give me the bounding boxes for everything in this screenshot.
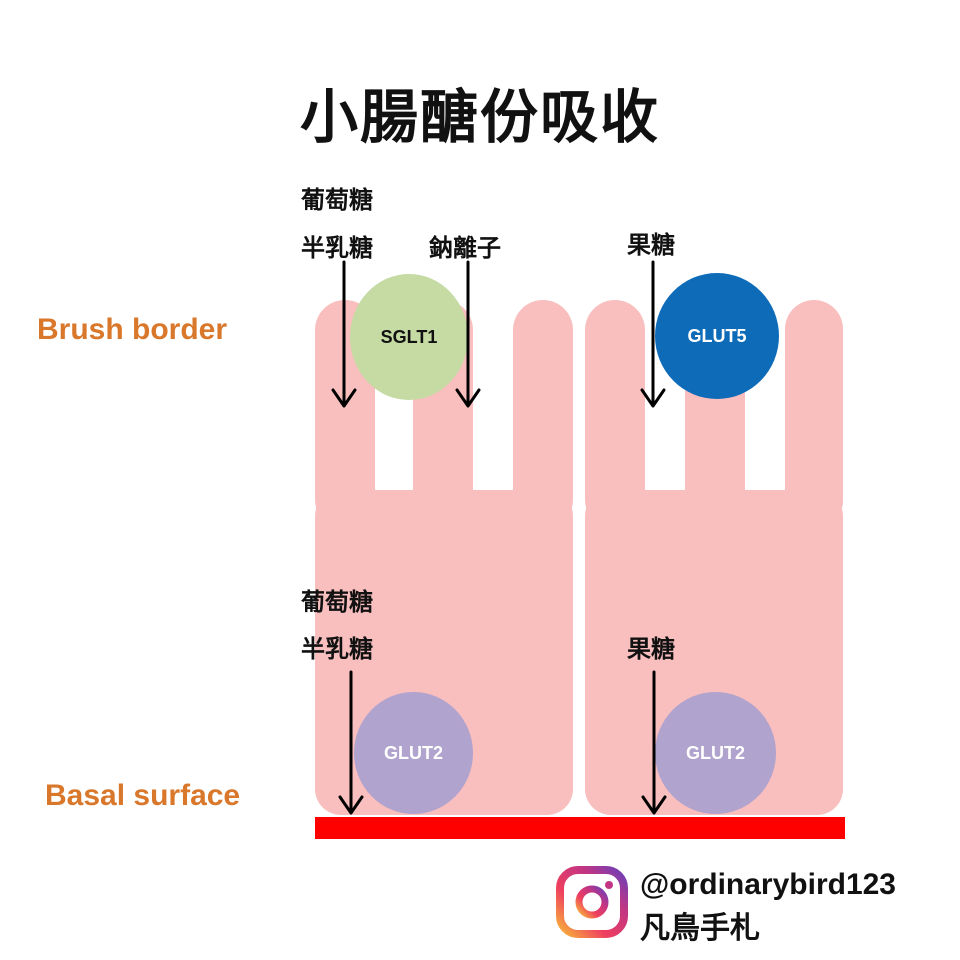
instagram-icon xyxy=(556,866,628,938)
basal-membrane xyxy=(315,817,845,839)
apical-glucose-label: 葡萄糖 xyxy=(301,186,373,214)
glut2-transporter-right: GLUT2 xyxy=(655,692,776,814)
page-title: 小腸醣份吸收 xyxy=(299,83,660,151)
arrow-glucose-apical xyxy=(331,260,357,408)
arrow-fructose-basal xyxy=(641,670,667,815)
glut2-left-label: GLUT2 xyxy=(383,742,443,763)
brush-border-label: Brush border xyxy=(37,313,228,346)
right-cell-body xyxy=(585,490,843,815)
basal-fructose-label: 果糖 xyxy=(627,635,675,663)
basal-surface-label: Basal surface xyxy=(45,779,241,812)
glut5-label: GLUT5 xyxy=(687,325,747,346)
right-villus-3 xyxy=(785,300,843,530)
basal-glucose-label: 葡萄糖 xyxy=(301,588,373,616)
basal-galactose-label: 半乳糖 xyxy=(301,635,373,663)
right-villus-1 xyxy=(585,300,645,530)
credit-name: 凡鳥手札 xyxy=(640,911,760,946)
glut2-right-label: GLUT2 xyxy=(685,742,745,763)
sglt1-transporter: SGLT1 xyxy=(350,274,468,400)
apical-sodium-label: 鈉離子 xyxy=(429,234,501,262)
glut2-transporter-left: GLUT2 xyxy=(354,692,473,814)
apical-fructose-label: 果糖 xyxy=(627,231,675,259)
sglt1-label: SGLT1 xyxy=(380,326,438,347)
left-villus-3 xyxy=(513,300,573,530)
credit-handle: @ordinarybird123 xyxy=(640,868,896,901)
arrow-fructose-apical xyxy=(640,260,666,408)
apical-galactose-label: 半乳糖 xyxy=(301,234,373,262)
arrow-sodium-apical xyxy=(455,260,481,408)
arrow-glucose-basal xyxy=(338,670,364,815)
glut5-transporter: GLUT5 xyxy=(655,273,779,399)
